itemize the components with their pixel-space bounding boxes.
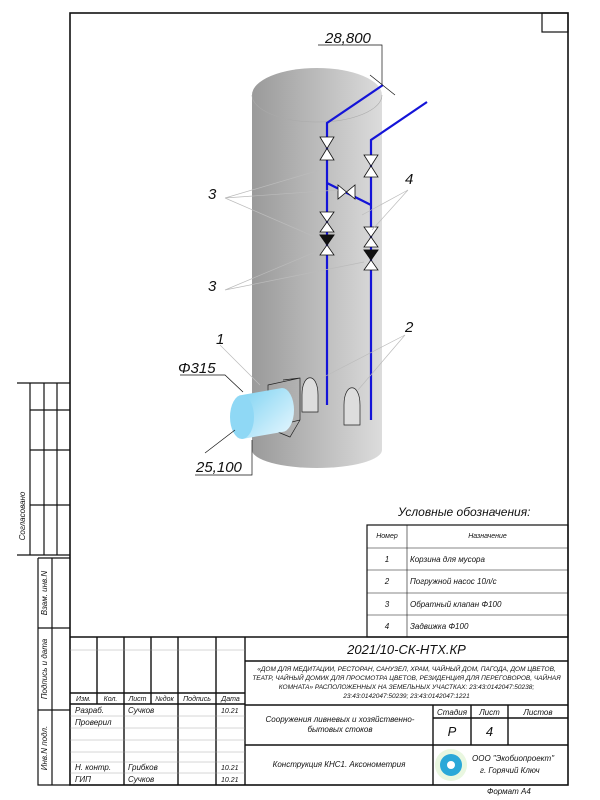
- stage-label: Стадия: [437, 708, 467, 717]
- project-text: «ДОМ ДЛЯ МЕДИТАЦИИ, РЕСТОРАН, САНУЗЕЛ, Х…: [252, 666, 561, 691]
- elevation-top: 28,800: [325, 30, 371, 47]
- frame-lines: [17, 12, 569, 786]
- person-name: Грибков: [128, 763, 158, 772]
- project-description: «ДОМ ДЛЯ МЕДИТАЦИИ, РЕСТОРАН, САНУЗЕЛ, Х…: [250, 665, 563, 701]
- doc-code: 2021/10-СК-НТХ.КР: [347, 642, 466, 657]
- col-sheet: Лист: [128, 696, 147, 703]
- stamp-replace-inv: Взам. инв.N: [40, 570, 49, 616]
- elevation-bottom: 25,100: [196, 459, 242, 476]
- legend-row-desc: Обратный клапан Φ100: [410, 600, 502, 609]
- sheet-value: 4: [485, 724, 494, 739]
- legend-row-num: 2: [384, 577, 390, 586]
- col-signature: Подпись: [183, 696, 211, 703]
- inlet-pipe: [230, 388, 294, 439]
- sign-date: 10.21: [221, 765, 239, 772]
- role: Проверил: [75, 718, 112, 727]
- col-date: Дата: [221, 696, 240, 703]
- company-city: г. Горячий Ключ: [480, 766, 540, 775]
- leader-lines: [219, 169, 409, 391]
- legend-header-number: Номер: [376, 533, 398, 540]
- sheets-label: Листов: [523, 708, 553, 717]
- col-doc: №док: [155, 696, 174, 703]
- object-name: Сооружения ливневых и хозяйственно-бытов…: [265, 715, 415, 734]
- callout-4: 4: [405, 171, 414, 188]
- paper-format: Формат А4: [487, 787, 531, 796]
- legend-title: Условные обозначения:: [398, 505, 531, 519]
- callout-2: 2: [405, 319, 414, 336]
- legend-row-desc: Корзина для мусора: [410, 555, 485, 564]
- sheet-title: Конструкция КНС1. Аксонометрия: [272, 760, 406, 769]
- sign-date: 10.21: [221, 708, 239, 715]
- company-name: ООО "Экобиопроект": [472, 754, 555, 763]
- callout-3b: 3: [208, 278, 217, 295]
- stamp-inv-orig: Инв.N подл.: [40, 725, 49, 771]
- parcels-text: 23:43:0142047:50238; 23:43:0142047:50239…: [343, 684, 535, 700]
- sign-date: 10.21: [221, 777, 239, 784]
- stage-value: Р: [447, 724, 457, 739]
- stamp-sign-date: Подпись и дата: [40, 638, 49, 700]
- legend-row-num: 4: [384, 622, 390, 631]
- sheet-label: Лист: [479, 708, 500, 717]
- legend-row-desc: Задвижка Φ100: [410, 622, 469, 631]
- legend-row-num: 1: [384, 555, 390, 564]
- legend-row-desc: Погружной насос 10л/с: [410, 577, 497, 586]
- legend-header-purpose: Назначение: [468, 533, 507, 540]
- pipe-diameter: Φ315: [178, 360, 216, 377]
- well-cylinder: [251, 68, 383, 468]
- stamp-agreed: Согласовано: [18, 491, 27, 541]
- callout-3: 3: [208, 186, 217, 203]
- col-qty: Кол.: [103, 696, 118, 703]
- dimension-lines: [180, 44, 396, 476]
- legend-row-num: 3: [384, 600, 390, 609]
- callout-1: 1: [216, 331, 225, 348]
- col-change: Изм.: [76, 696, 91, 703]
- person-name: Сучков: [128, 775, 155, 784]
- company-logo-icon: [435, 749, 467, 781]
- person-name: Сучков: [128, 706, 155, 715]
- role: Разраб.: [75, 706, 104, 715]
- role: Н. контр.: [75, 763, 112, 772]
- valve-icons: [319, 136, 379, 271]
- role: ГИП: [75, 775, 91, 784]
